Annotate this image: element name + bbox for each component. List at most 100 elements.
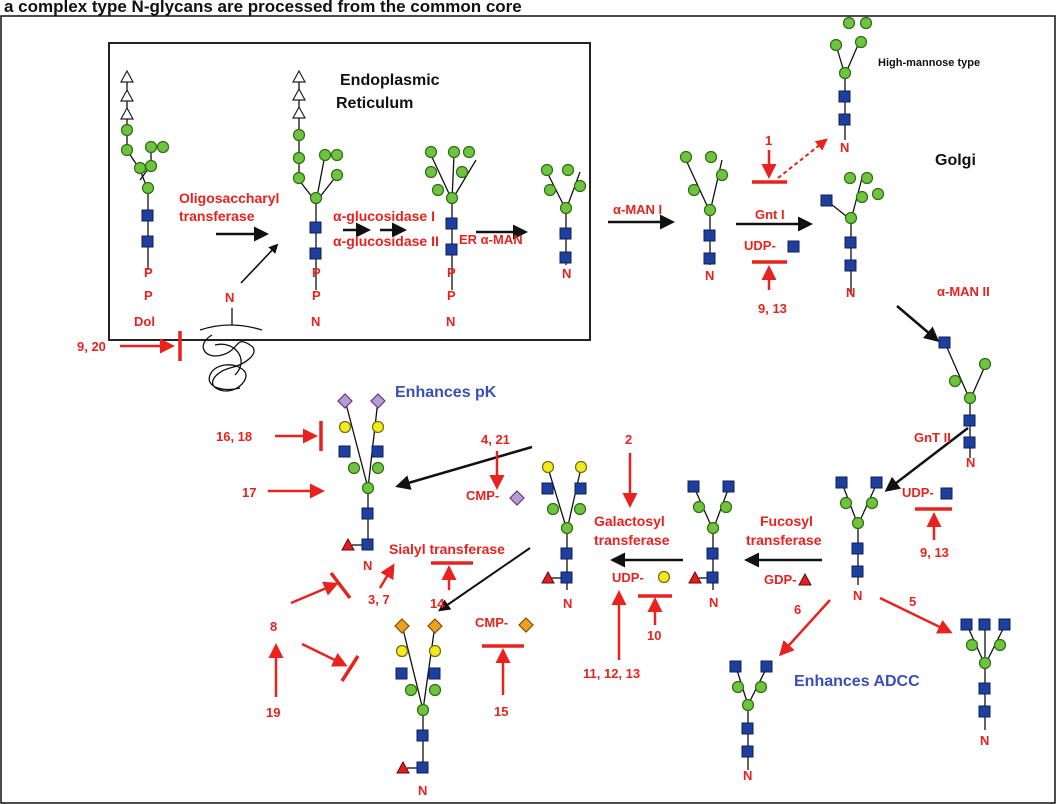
svg-text:N: N bbox=[853, 588, 862, 603]
svg-text:N: N bbox=[705, 268, 714, 283]
label-fucosyl-2: transferase bbox=[746, 532, 822, 548]
arrow-8-b bbox=[301, 642, 348, 667]
svg-text:N: N bbox=[846, 285, 855, 300]
er-box bbox=[108, 42, 591, 341]
er-label-2: Reticulum bbox=[336, 95, 413, 112]
ref-1: 1 bbox=[765, 133, 772, 148]
svg-text:N: N bbox=[743, 768, 752, 783]
svg-text:N: N bbox=[562, 266, 571, 281]
label-cmp1: CMP- bbox=[466, 488, 499, 503]
label-galactosyl-2: transferase bbox=[594, 532, 670, 548]
glycan-sialylated-purple: N bbox=[337, 393, 386, 573]
arrow-3-7 bbox=[378, 563, 395, 589]
arrow-ost-attach bbox=[240, 243, 279, 284]
svg-text:Dol: Dol bbox=[134, 314, 155, 329]
inhibit-bar-8b bbox=[340, 655, 360, 682]
label-er-man: ER α-MAN bbox=[459, 232, 523, 247]
arrow-tri bbox=[879, 596, 953, 634]
ref-5: 5 bbox=[909, 594, 916, 609]
label-galactosyl-1: Galactosyl bbox=[594, 513, 665, 529]
glycan-g0f: N bbox=[687, 480, 735, 610]
udp-glcnac-icon-2 bbox=[940, 487, 953, 500]
label-gluc2: α-glucosidase II bbox=[333, 233, 439, 249]
udp-galactose-icon bbox=[657, 570, 671, 584]
nascent-protein: N bbox=[199, 290, 263, 392]
ref-14: 14 bbox=[430, 596, 445, 611]
er-label-1: Endoplasmic bbox=[340, 72, 440, 89]
glycan-g0: N bbox=[835, 476, 883, 603]
svg-text:P: P bbox=[312, 288, 321, 303]
label-man2: α-MAN II bbox=[937, 284, 990, 299]
arrow-bisect bbox=[778, 599, 831, 657]
cmp-sialic-orange-icon bbox=[518, 617, 534, 633]
ref-9-13a: 9, 13 bbox=[758, 301, 787, 316]
cmp-sialic-purple-icon bbox=[509, 490, 525, 506]
ref-9-20: 9, 20 bbox=[77, 339, 106, 354]
svg-text:N: N bbox=[980, 733, 989, 748]
label-fucosyl-1: Fucosyl bbox=[760, 513, 813, 529]
svg-text:N: N bbox=[225, 290, 234, 305]
label-udp3: UDP- bbox=[612, 570, 644, 585]
ref-2: 2 bbox=[625, 432, 632, 447]
arrow-high-mannose bbox=[777, 138, 828, 179]
top-caption: a complex type N-glycans are processed f… bbox=[4, 0, 522, 16]
inhibit-bar-8a bbox=[329, 571, 352, 600]
glycan-triantennary: N bbox=[960, 618, 1011, 748]
svg-text:P: P bbox=[312, 265, 321, 280]
svg-text:N: N bbox=[446, 314, 455, 329]
label-gluc1: α-glucosidase I bbox=[333, 208, 435, 224]
golgi-label: Golgi bbox=[935, 152, 976, 169]
arrow-sialyl-purple bbox=[395, 445, 533, 490]
ref-9-13b: 9, 13 bbox=[920, 545, 949, 560]
udp-glcnac-icon-1 bbox=[787, 240, 800, 253]
glycan-deglucosylated: P P N bbox=[424, 145, 477, 329]
glycan-man5: N bbox=[679, 150, 729, 283]
svg-text:N: N bbox=[966, 455, 975, 470]
ref-8: 8 bbox=[270, 619, 277, 634]
arrow-sialyl-orange bbox=[438, 547, 531, 612]
label-cmp2: CMP- bbox=[475, 615, 508, 630]
ref-15: 15 bbox=[494, 704, 508, 719]
ref-11-12-13: 11, 12, 13 bbox=[583, 666, 640, 681]
ref-3-7: 3, 7 bbox=[368, 592, 390, 607]
figure-frame bbox=[0, 15, 1056, 804]
arrow-gnt2 bbox=[884, 427, 969, 492]
svg-text:N: N bbox=[709, 595, 718, 610]
label-udp1: UDP- bbox=[744, 238, 776, 253]
label-enhances-pk: Enhances pK bbox=[395, 384, 497, 401]
glycan-bisected: N bbox=[729, 660, 773, 783]
glycan-g2f: N bbox=[541, 460, 588, 611]
glycan-high-mannose: N bbox=[829, 16, 873, 155]
gdp-fucose-icon bbox=[798, 572, 812, 586]
ref-19: 19 bbox=[266, 705, 280, 720]
svg-text:P: P bbox=[144, 288, 153, 303]
svg-text:N: N bbox=[363, 558, 372, 573]
label-gdp: GDP- bbox=[764, 572, 797, 587]
label-gnt1: Gnt I bbox=[755, 207, 785, 222]
ref-16-18: 16, 18 bbox=[216, 429, 252, 444]
label-ost-1: Oligosaccharyl bbox=[179, 190, 279, 206]
glycan-man8: N bbox=[540, 163, 587, 281]
label-man1: α-MAN I bbox=[613, 202, 662, 217]
svg-text:N: N bbox=[840, 140, 849, 155]
high-mannose-label: High-mannose type bbox=[878, 57, 980, 69]
arrow-8-a bbox=[290, 581, 339, 605]
svg-text:P: P bbox=[447, 265, 456, 280]
arrow-man2 bbox=[896, 305, 940, 342]
ref-4-21: 4, 21 bbox=[481, 432, 510, 447]
svg-text:P: P bbox=[144, 265, 153, 280]
glycan-sialylated-orange: N bbox=[394, 618, 443, 798]
glycan-glcnac-man5: N bbox=[820, 171, 885, 300]
glycan-precursor-n: P P N bbox=[291, 69, 344, 329]
ref-6: 6 bbox=[794, 602, 801, 617]
glycan-precursor-dol: P P Dol bbox=[119, 69, 170, 329]
svg-text:N: N bbox=[563, 596, 572, 611]
label-sialyl: Sialyl transferase bbox=[389, 541, 505, 557]
label-udp2: UDP- bbox=[902, 485, 934, 500]
label-enhances-adcc: Enhances ADCC bbox=[794, 673, 920, 690]
svg-text:P: P bbox=[447, 288, 456, 303]
ref-10: 10 bbox=[647, 628, 661, 643]
svg-text:N: N bbox=[311, 314, 320, 329]
label-ost-2: transferase bbox=[179, 208, 255, 224]
